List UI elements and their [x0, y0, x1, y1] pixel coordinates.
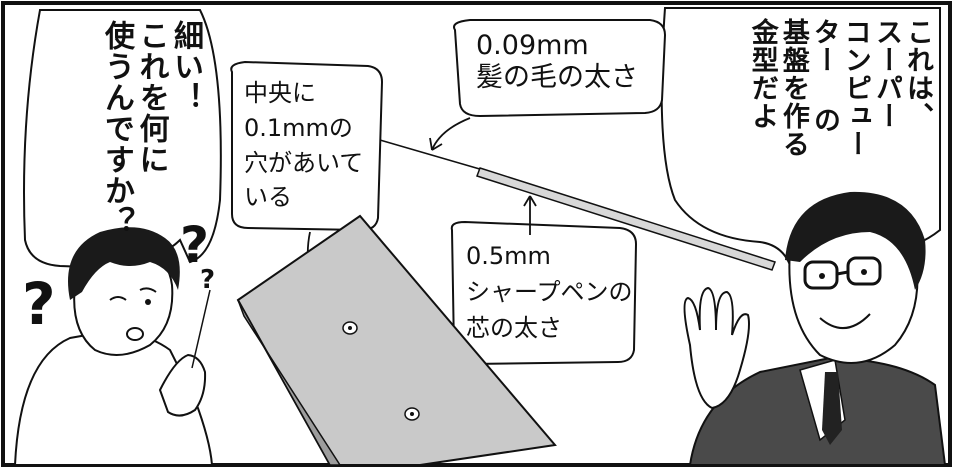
question-mark-right: ?: [180, 216, 210, 274]
raised-hand: [683, 286, 750, 410]
pencil-lead-rod: [476, 167, 776, 271]
mold-plate: [236, 214, 557, 466]
lead-callout-text: 0.5mm シャープペンの 芯の太さ: [466, 242, 633, 342]
hole-callout-text: 中央に 0.1mmの 穴があいて いる: [244, 79, 364, 212]
hair-callout-text: 0.09mm 髪の毛の太さ: [476, 30, 638, 94]
hole-callout-box: [230, 60, 384, 232]
hair-arrow: [431, 117, 471, 151]
lead-arrowhead: [523, 195, 537, 207]
left-speech-text: 細い！ これを何に 使うんですか？: [99, 20, 203, 237]
question-mark-small: ?: [200, 265, 216, 295]
question-mark-left: ?: [22, 270, 56, 338]
thin-wire: [379, 139, 491, 173]
hair-arrowhead: [429, 137, 443, 151]
hair-callout-box: [453, 19, 667, 118]
right-speech-text: これは、 スーパー コンピュー ター の 基盤を作る 金型だよ: [746, 18, 933, 158]
young-man-character: [13, 227, 214, 466]
older-man-character: [683, 191, 947, 466]
